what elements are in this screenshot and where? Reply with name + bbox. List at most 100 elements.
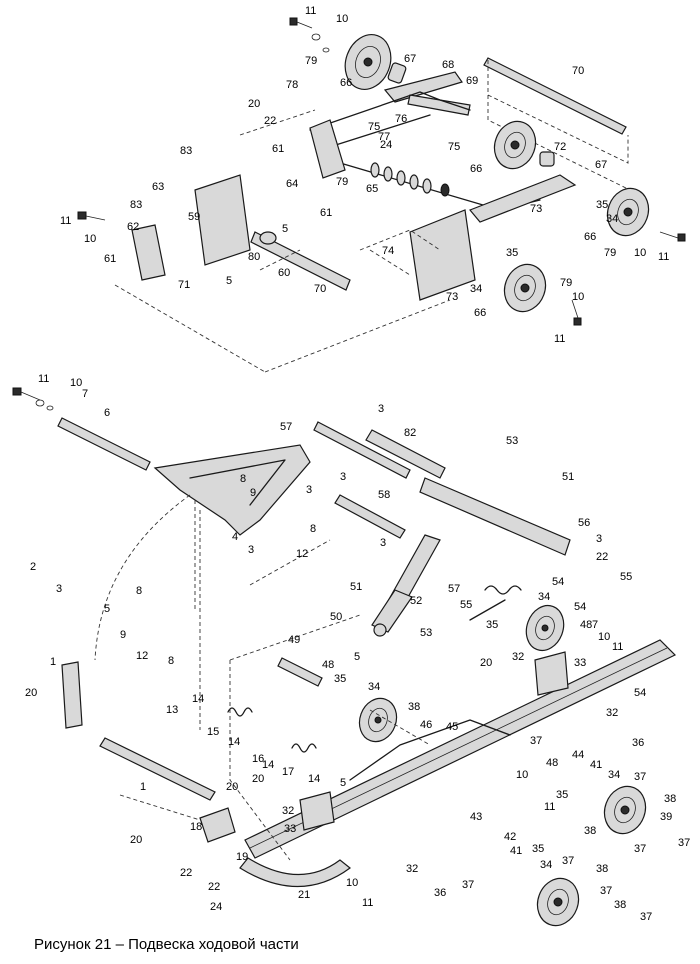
callout-61b: 61 — [320, 207, 332, 219]
lower-assembly — [12, 387, 677, 927]
callout-37: 42 — [504, 831, 516, 843]
callout-55: 56 — [578, 517, 590, 529]
callout-36: 41 — [590, 759, 602, 771]
callout-5c: 5 — [104, 603, 110, 615]
callout-65: 65 — [366, 183, 378, 195]
callout-26b: 33 — [284, 823, 296, 835]
shaft-70-upper — [483, 57, 627, 135]
callout-5b: 5 — [226, 275, 232, 287]
callout-70: 70 — [572, 65, 584, 77]
callout-22b: 22 — [596, 551, 608, 563]
callout-34d: 34 — [368, 681, 380, 693]
callout-20c: 20 — [25, 687, 37, 699]
spring-50 — [469, 585, 522, 621]
bracket-26-lower — [299, 791, 335, 831]
callout-19: 17 — [282, 766, 294, 778]
callout-labels: 11 10 79 66 67 68 69 70 78 20 22 75 76 7… — [25, 5, 690, 923]
callout-20d: 20 — [226, 781, 238, 793]
callout-14: 12 — [296, 548, 308, 560]
spring-17 — [227, 707, 253, 717]
callout-49: 54 — [574, 601, 586, 613]
callout-15: 13 — [166, 704, 178, 716]
callout-48: 54 — [634, 687, 646, 699]
callout-6f: 3 — [596, 533, 602, 545]
callout-56: 58 — [378, 489, 390, 501]
callout-36b: 41 — [510, 845, 522, 857]
wheel-33-mid — [358, 697, 398, 743]
dashed-guide-lower — [94, 494, 431, 861]
callout-34b: 34 — [470, 283, 482, 295]
arm-68 — [383, 71, 463, 103]
tube-69 — [407, 94, 471, 116]
callout-75b: 75 — [448, 141, 460, 153]
callout-21: 18 — [190, 821, 202, 833]
spacer-21 — [199, 807, 236, 843]
callout-66c: 66 — [584, 231, 596, 243]
callout-42: 48 — [580, 619, 592, 631]
callout-78: 78 — [286, 79, 298, 91]
callout-47b: 53 — [420, 627, 432, 639]
shaft-56 — [334, 494, 406, 539]
callout-66d: 66 — [474, 307, 486, 319]
callout-10e: 10 — [70, 377, 82, 389]
callout-35: 35 — [596, 199, 608, 211]
wheel-49 — [525, 604, 565, 652]
callout-38: 43 — [470, 811, 482, 823]
callout-79c: 79 — [604, 247, 616, 259]
callout-72: 73 — [530, 203, 542, 215]
callout-32: 37 — [634, 771, 646, 783]
callout-50: 55 — [460, 599, 472, 611]
callout-6c: 3 — [306, 484, 312, 496]
callout-25: 32 — [512, 651, 524, 663]
callout-23: 19 — [236, 851, 248, 863]
callout-45b: 51 — [350, 581, 362, 593]
callout-67b: 67 — [595, 159, 607, 171]
rocker-block — [309, 119, 346, 179]
callout-22c: 22 — [180, 867, 192, 879]
callout-11f: 11 — [612, 641, 623, 653]
callout-33c: 38 — [596, 863, 608, 875]
link-2 — [61, 661, 83, 729]
wheel-66-lower — [503, 263, 547, 313]
callout-6e: 3 — [380, 537, 386, 549]
callout-29b: 37 — [678, 837, 690, 849]
callout-26: 33 — [574, 657, 586, 669]
callout-17: 15 — [207, 726, 219, 738]
callout-43: 49 — [288, 634, 300, 646]
callout-75: 75 — [368, 121, 380, 133]
callout-25b: 32 — [606, 707, 618, 719]
callout-33: 38 — [408, 701, 420, 713]
callout-20: 20 — [248, 98, 260, 110]
dashed-guide-upper — [487, 60, 631, 191]
callout-24: 24 — [380, 139, 392, 151]
spacer-81 — [259, 231, 277, 245]
callout-25d: 32 — [406, 863, 418, 875]
rail-27 — [239, 857, 351, 888]
shock-46 — [371, 534, 441, 637]
callout-51: 57 — [280, 421, 292, 433]
callout-10: 10 — [336, 13, 348, 25]
figure-caption: Рисунок 21 – Подвеска ходовой части — [34, 936, 299, 953]
callout-3: 2 — [30, 561, 36, 573]
bolt-11-top — [289, 17, 330, 53]
callout-10h: 10 — [346, 877, 358, 889]
frame-40 — [349, 719, 511, 781]
callout-4: 3 — [56, 583, 62, 595]
callout-51b: 57 — [448, 583, 460, 595]
callout-24b: 24 — [210, 901, 222, 913]
callout-14b: 12 — [136, 650, 148, 662]
callout-67: 67 — [404, 53, 416, 65]
callout-39: 44 — [572, 749, 584, 761]
callout-10b: 10 — [84, 233, 96, 245]
swing-arm-inner — [189, 459, 286, 506]
callout-11c: 11 — [658, 251, 669, 263]
callout-66: 66 — [340, 77, 352, 89]
callout-31: 38 — [664, 793, 676, 805]
callout-6: 3 — [378, 403, 384, 415]
callout-11e: 11 — [38, 373, 49, 385]
callout-11g: 11 — [544, 801, 555, 813]
callout-34: 34 — [606, 213, 618, 225]
callout-11b: 11 — [60, 215, 71, 227]
bolt-11-shaft8 — [12, 387, 54, 411]
